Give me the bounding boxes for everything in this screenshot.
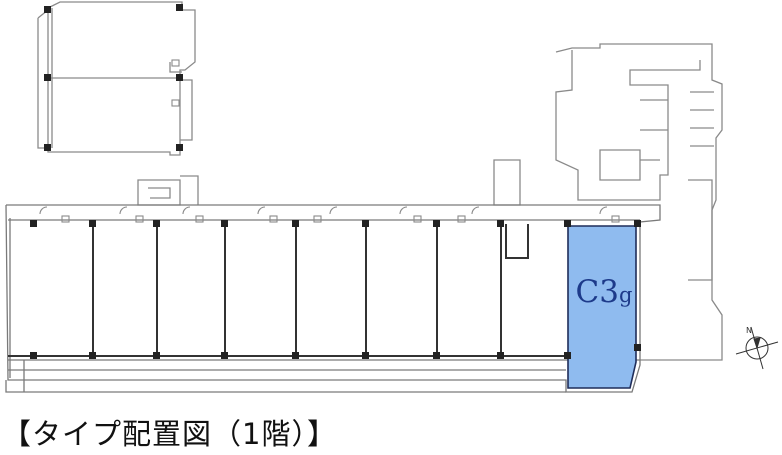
compass-north-label: N xyxy=(746,326,752,335)
party-walls xyxy=(8,224,566,357)
unit-c3g-area[interactable] xyxy=(567,225,637,389)
compass-icon xyxy=(735,326,779,370)
right-core xyxy=(493,43,723,361)
stair-connector xyxy=(137,175,199,206)
unit-label-main: C3 xyxy=(575,274,619,310)
pillars xyxy=(30,4,641,359)
doors xyxy=(39,59,620,223)
main-building xyxy=(5,204,661,393)
unit-label-suffix: g xyxy=(619,283,633,307)
upper-block xyxy=(37,1,196,156)
figure-caption: 【タイプ配置図（1階）】 xyxy=(2,417,337,451)
unit-c3g-label: C3g xyxy=(570,274,638,310)
